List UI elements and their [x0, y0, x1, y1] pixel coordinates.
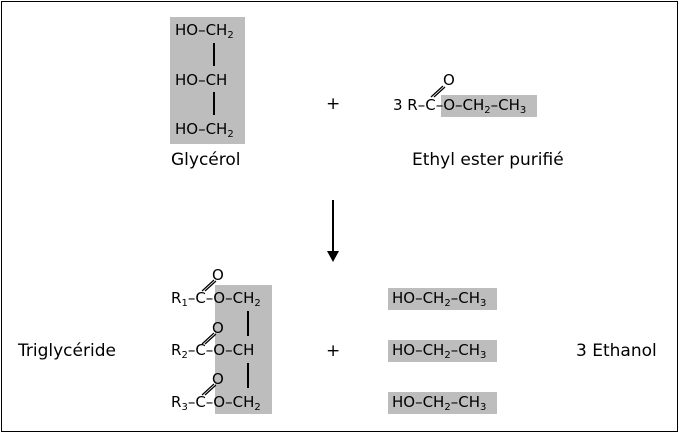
- ester-formula: 3 R–C–O–CH2–CH3: [393, 96, 527, 116]
- glycerol-highlight: [170, 17, 245, 144]
- triglyceride-row-2: R2–C–O–CH: [171, 341, 255, 361]
- triglyceride-row-3-double-bond: [201, 383, 217, 396]
- reactant-plus-sign: +: [326, 94, 341, 114]
- glycerol-line-2: HO–CH: [175, 71, 228, 89]
- ethanol-2-highlight: [388, 340, 497, 362]
- glycerol-bond-lower: [213, 92, 215, 115]
- triglyceride-row-1-double-bond: [201, 279, 217, 292]
- triglyceride-row-1: R1–C–O–CH2: [171, 289, 261, 309]
- reaction-arrow: [327, 200, 339, 262]
- ethanol-1: HO–CH2–CH3: [392, 289, 487, 309]
- ester-prefix: 3 R–C–: [393, 96, 444, 114]
- glycerol-line-3: HO–CH2: [175, 120, 234, 140]
- triglyceride-row-2-double-bond: [201, 332, 217, 345]
- ethanol-3-highlight: [388, 392, 497, 414]
- glycerol-line-1: HO–CH2: [175, 21, 234, 41]
- ester-label: Ethyl ester purifié: [412, 150, 564, 170]
- triglyceride-row-2-oxygen: O: [212, 319, 224, 337]
- glycerol-label: Glycérol: [171, 150, 241, 170]
- ethanol-1-highlight: [388, 288, 497, 310]
- triglyceride-row-3: R3–C–O–CH2: [171, 393, 261, 413]
- ester-ethyl-group: O–CH2–CH3: [443, 96, 527, 116]
- triglyceride-row-1-oxygen: O: [212, 266, 224, 284]
- ester-carbonyl-oxygen: O: [443, 71, 455, 89]
- ethanol-label: 3 Ethanol: [576, 341, 657, 361]
- ester-carbonyl-double-bond: [430, 85, 446, 98]
- ethanol-2: HO–CH2–CH3: [392, 341, 487, 361]
- product-plus-sign: +: [326, 341, 341, 361]
- triglyceride-bond-upper: [247, 311, 249, 336]
- triglyceride-bond-lower: [247, 363, 249, 388]
- glycerol-bond-upper: [213, 43, 215, 66]
- triglyceride-row-3-oxygen: O: [212, 370, 224, 388]
- triglyceride-label: Triglycéride: [18, 341, 116, 361]
- triglyceride-glycerol-highlight: [215, 285, 272, 414]
- ethanol-3: HO–CH2–CH3: [392, 393, 487, 413]
- ester-ethyl-highlight: [441, 95, 537, 117]
